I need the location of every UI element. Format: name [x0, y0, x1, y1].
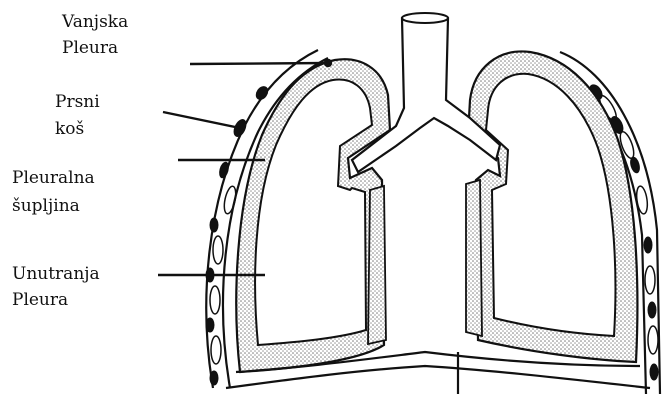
mediastinal-pleura — [368, 180, 482, 344]
pointer-chest-wall — [163, 112, 240, 128]
label-outer-pleura-line1: Vanjska — [62, 10, 128, 34]
pointer-outer-pleura — [190, 63, 328, 64]
label-chest-wall-line1: Prsni — [55, 90, 100, 114]
label-pleural-cavity-line2: šupljina — [12, 194, 80, 218]
label-inner-pleura-line1: Unutranja — [12, 262, 100, 286]
label-chest-wall-line2: koš — [55, 117, 84, 141]
label-pleural-cavity-line1: Pleuralna — [12, 166, 95, 190]
left-lung — [236, 59, 390, 372]
label-outer-pleura-line2: Pleura — [62, 36, 118, 60]
right-lung — [468, 51, 637, 362]
label-inner-pleura-line2: Pleura — [12, 288, 68, 312]
